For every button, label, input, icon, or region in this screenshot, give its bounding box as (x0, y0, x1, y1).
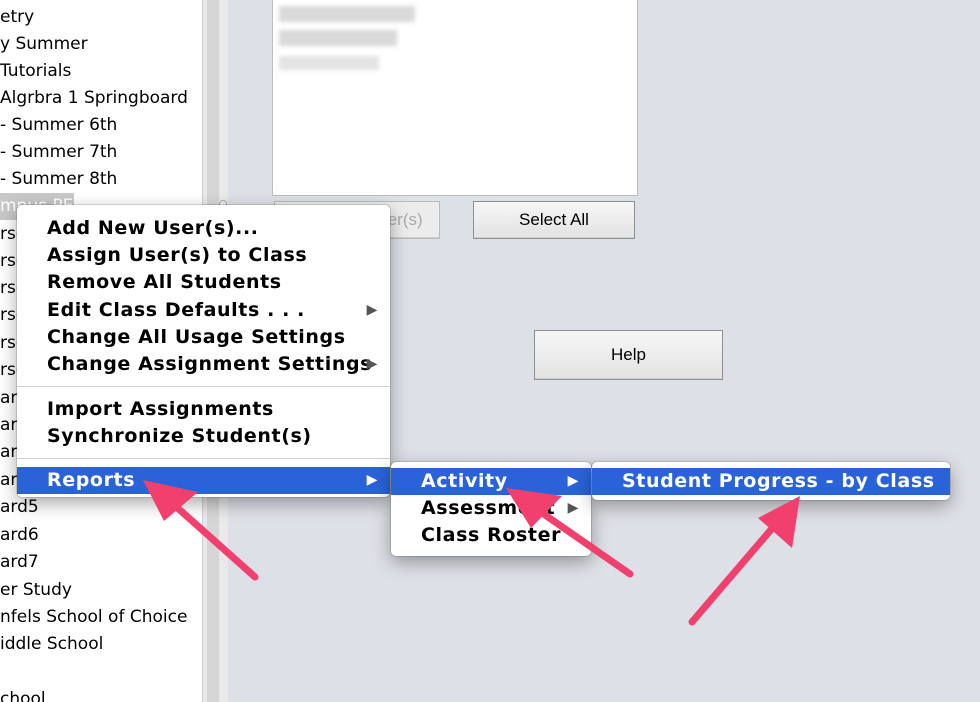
menu-item-label: Student Progress - by Class (622, 470, 935, 492)
menu-item-student-progress-by-class[interactable]: Student Progress - by Class (592, 468, 950, 495)
menu-item-change-assignment-settings[interactable]: Change Assignment Settings ▶ (17, 351, 390, 378)
menu-item-label: Assessment (421, 497, 556, 519)
class-list-item[interactable]: etry (0, 7, 35, 27)
activity-submenu: Student Progress - by Class (592, 462, 950, 500)
menu-item-assign-users-to-class[interactable]: Assign User(s) to Class (17, 242, 390, 269)
class-list-item[interactable]: - Summer 8th (0, 169, 118, 189)
menu-item-label: Class Roster (421, 524, 562, 546)
class-list-item[interactable]: ard6 (0, 525, 39, 545)
menu-item-change-all-usage-settings[interactable]: Change All Usage Settings (17, 324, 390, 351)
menu-item-import-assignments[interactable]: Import Assignments (17, 396, 390, 423)
triangle-right-icon: ▶ (567, 473, 579, 489)
menu-item-class-roster[interactable]: Class Roster (391, 522, 591, 549)
user-list[interactable] (272, 0, 638, 196)
triangle-right-icon: ▶ (366, 302, 378, 318)
class-list-item[interactable]: chool (0, 689, 46, 702)
menu-item-label: Add New User(s)... (47, 217, 259, 239)
triangle-right-icon: ▶ (567, 500, 579, 516)
menu-item-add-new-users[interactable]: Add New User(s)... (17, 215, 390, 242)
blurred-user-name (279, 6, 415, 22)
class-list-item[interactable]: - Summer 6th (0, 115, 118, 135)
class-list-item[interactable]: iddle School (0, 634, 104, 654)
menu-item-label: Edit Class Defaults . . . (47, 299, 305, 321)
class-context-menu: Add New User(s)... Assign User(s) to Cla… (17, 205, 390, 497)
class-list-item[interactable]: - Summer 7th (0, 142, 118, 162)
class-list-item[interactable]: y Summer (0, 34, 88, 54)
blurred-user-name (279, 30, 397, 46)
class-list-item[interactable]: Algrbra 1 Springboard (0, 88, 188, 108)
menu-item-label: Change All Usage Settings (47, 326, 346, 348)
menu-item-label: Change Assignment Settings (47, 353, 373, 375)
menu-item-label: Remove All Students (47, 271, 282, 293)
class-list-item[interactable]: ard5 (0, 497, 39, 517)
menu-separator (17, 458, 390, 459)
help-button[interactable]: Help (534, 330, 723, 380)
class-list-item[interactable]: er Study (0, 580, 72, 600)
menu-separator (17, 386, 390, 387)
menu-item-label: Activity (421, 470, 508, 492)
menu-item-reports[interactable]: Reports ▶ (17, 467, 390, 494)
class-list-item[interactable]: nfels School of Choice (0, 607, 188, 627)
menu-item-assessment[interactable]: Assessment ▶ (391, 495, 591, 522)
blurred-user-name (279, 56, 379, 70)
menu-item-label: Assign User(s) to Class (47, 244, 308, 266)
menu-item-synchronize-students[interactable]: Synchronize Student(s) (17, 423, 390, 450)
reports-submenu: Activity ▶ Assessment ▶ Class Roster (391, 462, 591, 556)
menu-item-label: Synchronize Student(s) (47, 425, 312, 447)
select-all-button[interactable]: Select All (473, 201, 635, 239)
menu-item-label: Import Assignments (47, 398, 274, 420)
class-list-item[interactable]: Tutorials (0, 61, 72, 81)
pointer-arrow-icon (688, 496, 800, 626)
menu-item-edit-class-defaults[interactable]: Edit Class Defaults . . . ▶ (17, 297, 390, 324)
menu-item-remove-all-students[interactable]: Remove All Students (17, 269, 390, 296)
triangle-right-icon: ▶ (366, 356, 378, 372)
triangle-right-icon: ▶ (366, 472, 378, 488)
menu-item-activity[interactable]: Activity ▶ (391, 468, 591, 495)
class-list-item[interactable]: ard7 (0, 552, 39, 572)
menu-item-label: Reports (47, 469, 136, 491)
